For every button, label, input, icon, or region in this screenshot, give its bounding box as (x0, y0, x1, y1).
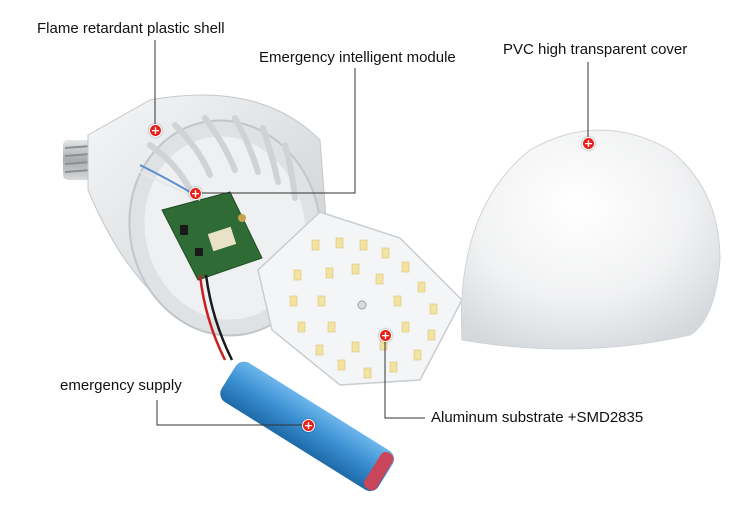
label-supply: emergency supply (60, 377, 182, 394)
transparent-cover-icon (460, 129, 721, 350)
label-module: Emergency intelligent module (259, 49, 456, 66)
screw-base-icon (63, 140, 93, 180)
plus-marker-icon: + (582, 137, 595, 150)
battery-wires-icon (198, 274, 234, 361)
plus-marker-icon: + (149, 124, 162, 137)
label-substrate: Aluminum substrate +SMD2835 (431, 409, 644, 426)
led-substrate-icon (257, 211, 463, 386)
label-shell: Flame retardant plastic shell (37, 20, 225, 37)
label-cover: PVC high transparent cover (503, 41, 688, 58)
leader-lines (154, 40, 589, 426)
plus-marker-icon: + (302, 419, 315, 432)
plus-marker-icon: + (189, 187, 202, 200)
driver-pcb-icon (139, 164, 263, 281)
plus-marker-icon: + (379, 329, 392, 342)
